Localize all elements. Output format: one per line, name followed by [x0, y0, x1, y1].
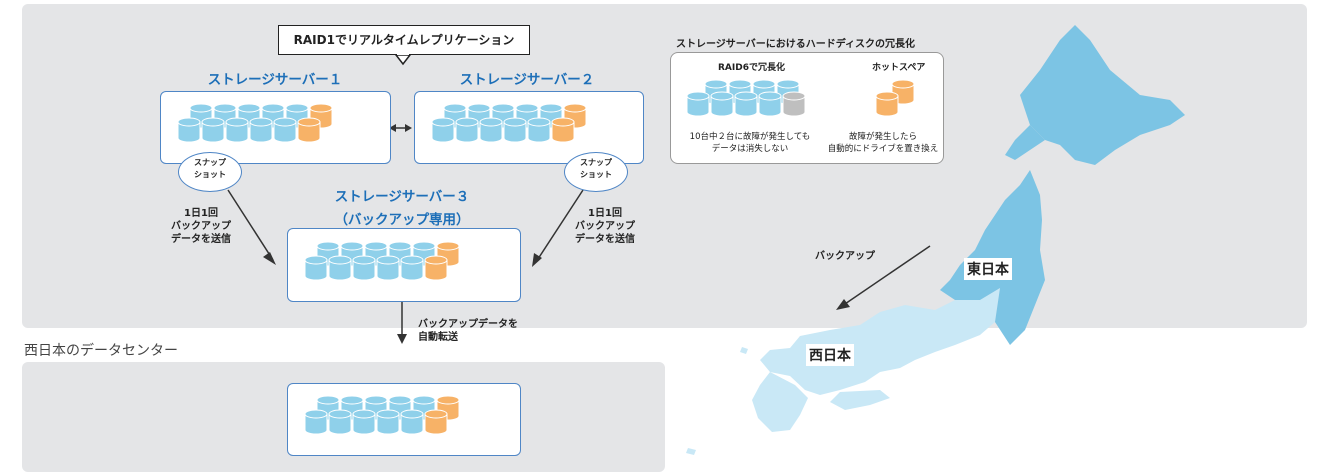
- hdd-redundancy-title: ストレージサーバーにおけるハードディスクの冗長化: [676, 39, 915, 50]
- server3-disk-front-3: [376, 255, 400, 281]
- transfer-line1: バックアップデータを: [418, 319, 518, 330]
- snapshot-1-line1: スナップ: [194, 158, 226, 167]
- raid1-callout: RAID1でリアルタイムレプリケーション: [278, 25, 530, 55]
- snapshot-1-line2: ショット: [194, 170, 226, 179]
- arrow-server2-to-backup: [535, 189, 584, 263]
- raid1-callout-text: RAID1でリアルタイムレプリケーション: [293, 33, 515, 47]
- west-japan-region: [760, 288, 1000, 395]
- westdc-disk-front-2: [352, 409, 376, 435]
- transfer-line2: 自動転送: [418, 332, 458, 343]
- arrow-server1-to-backup: [227, 189, 274, 261]
- westdc-disk-front-1: [328, 409, 352, 435]
- snapshot-2-line2: ショット: [580, 170, 612, 179]
- westdc-disk-front-5: [424, 409, 448, 435]
- raid6-disk-front-1: [710, 91, 734, 117]
- server3-title: ストレージサーバー３ （バックアップ専用）: [322, 185, 482, 228]
- server2-disk-front-2: [479, 117, 503, 143]
- hokkaido-peninsula: [1005, 125, 1045, 160]
- raid6-disk-front-4: [782, 91, 806, 117]
- snapshot-bubble-1: スナップ ショット: [178, 152, 242, 192]
- snapshot-2-line1: スナップ: [580, 158, 612, 167]
- server3-disk-front-4: [400, 255, 424, 281]
- server3-disk-front-2: [352, 255, 376, 281]
- server3-disk-front-5: [424, 255, 448, 281]
- raid6-disk-front-0: [686, 91, 710, 117]
- server3-disk-front-0: [304, 255, 328, 281]
- map-backup-arrow: [841, 245, 931, 307]
- snapshot-bubble-2: スナップ ショット: [564, 152, 628, 192]
- server1-disk-front-3: [249, 117, 273, 143]
- shikoku: [830, 390, 890, 410]
- server1-disk-front-2: [225, 117, 249, 143]
- server1-disk-front-1: [201, 117, 225, 143]
- server2-disk-front-5: [551, 117, 575, 143]
- server1-title: ストレージサーバー１: [207, 72, 343, 88]
- kyushu: [752, 372, 808, 432]
- hotspare-note-line1: 故障が発生したら: [848, 132, 917, 142]
- east-japan-region: [940, 170, 1045, 345]
- westdc-disk-back-5: [436, 395, 460, 421]
- raid6-note-line2: データは消失しない: [711, 144, 789, 154]
- raid6-note: 10台中２台に故障が発生しても データは消失しない: [680, 131, 820, 155]
- raid6-disk-front-2: [734, 91, 758, 117]
- east-japan-label: 東日本: [964, 258, 1012, 280]
- server2-disk-front-1: [455, 117, 479, 143]
- hotspare-label: ホットスペア: [872, 63, 926, 73]
- server2-disk-front-3: [503, 117, 527, 143]
- server2-disk-front-4: [527, 117, 551, 143]
- west-japan-label: 西日本: [806, 344, 854, 366]
- server3-disk-front-1: [328, 255, 352, 281]
- daily-right-line2: バックアップ: [575, 221, 635, 232]
- hotspare-note: 故障が発生したら 自動的にドライブを置き換え: [818, 131, 948, 155]
- map-backup-label: バックアップ: [815, 251, 875, 262]
- hokkaido: [1020, 25, 1185, 165]
- daily-left-line1: 1日1回: [184, 208, 218, 219]
- westdc-disk-front-0: [304, 409, 328, 435]
- daily-left-line2: バックアップ: [171, 221, 231, 232]
- raid6-label: RAID6で冗長化: [718, 63, 785, 73]
- raid6-note-line1: 10台中２台に故障が発生しても: [689, 132, 811, 142]
- server1-disk-front-5: [297, 117, 321, 143]
- raid6-disk-front-3: [758, 91, 782, 117]
- server3-title-line2: （バックアップ専用）: [334, 212, 470, 228]
- westdc-disk-front-4: [400, 409, 424, 435]
- daily-backup-left: 1日1回 バックアップ データを送信: [166, 207, 236, 246]
- daily-left-line3: データを送信: [171, 234, 231, 245]
- hotspare-note-line2: 自動的にドライブを置き換え: [827, 144, 939, 154]
- map-backup-arrowhead: [836, 299, 850, 310]
- daily-right-line1: 1日1回: [588, 208, 622, 219]
- auto-transfer-label: バックアップデータを 自動転送: [418, 318, 518, 344]
- daily-right-line3: データを送信: [575, 234, 635, 245]
- server2-disk-front-0: [431, 117, 455, 143]
- westdc-disk-front-3: [376, 409, 400, 435]
- daily-backup-right: 1日1回 バックアップ データを送信: [570, 207, 640, 246]
- server2-title: ストレージサーバー２: [459, 72, 595, 88]
- server3-title-line1: ストレージサーバー３: [334, 189, 470, 205]
- west-datacenter-title: 西日本のデータセンター: [24, 343, 178, 359]
- server1-disk-front-4: [273, 117, 297, 143]
- callout-pointer: [394, 54, 412, 66]
- server1-disk-front-0: [177, 117, 201, 143]
- hotspare-disk-front: [875, 91, 899, 117]
